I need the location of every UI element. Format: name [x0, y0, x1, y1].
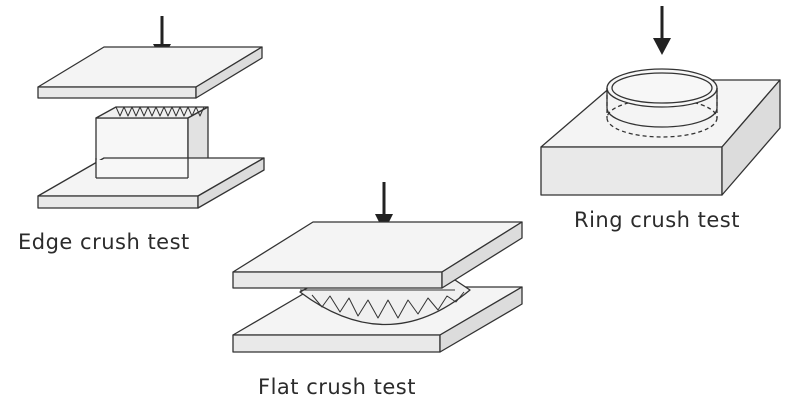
flat-fluted-specimen [299, 279, 471, 326]
edge-bottom-plate [37, 157, 265, 209]
flat-top-plate [232, 221, 523, 289]
ring-base-block [540, 79, 781, 196]
flat-crush-test-figure [232, 182, 523, 353]
edge-crush-test-figure [37, 16, 265, 209]
ring-crush-test-label: Ring crush test [574, 208, 740, 232]
ring-specimen [606, 68, 718, 138]
flat-crush-test-label: Flat crush test [258, 375, 416, 399]
ring-crush-test-figure [540, 6, 781, 196]
edge-crush-test-label: Edge crush test [18, 230, 190, 254]
edge-top-plate [37, 46, 263, 99]
ring-load-arrow-icon [653, 6, 671, 55]
